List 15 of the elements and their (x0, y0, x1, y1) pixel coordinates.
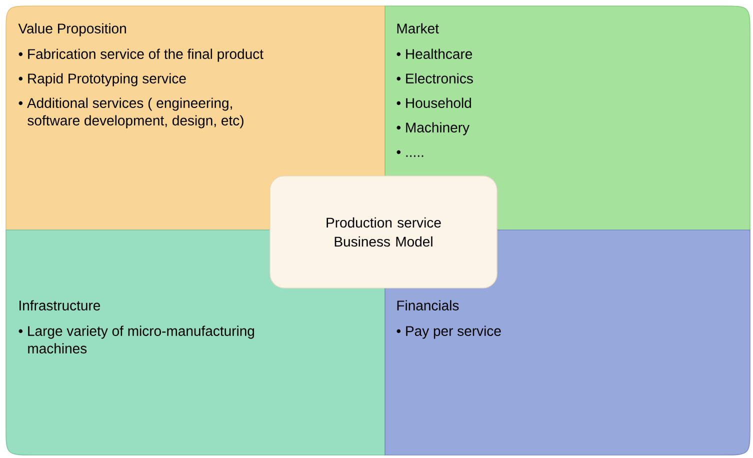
bullet-item: • Large variety of micro-manufacturing machines (18, 326, 254, 354)
panel-heading: Market (397, 23, 439, 34)
bullet-item: • Machinery (396, 122, 470, 136)
panel-heading: Financials (397, 300, 459, 310)
panel-heading: Value Proposition (18, 23, 126, 36)
bullet-item: • Pay per service (396, 326, 501, 339)
panel-heading: Infrastructure (20, 300, 100, 310)
center-box: Production service Business Model (270, 176, 498, 288)
bullet-item: • Additional services ( engineering, software development, design, etc) (18, 98, 244, 128)
bullet-item: • Household (396, 98, 471, 108)
bullet-item: • ..... (396, 150, 424, 157)
bullet-item: • Healthcare (396, 48, 472, 59)
bullet-item: • Fabrication service of the final product (18, 48, 264, 62)
bullet-item: • Electronics (396, 73, 473, 84)
bullet-item: • Rapid Prototyping service (18, 73, 186, 86)
